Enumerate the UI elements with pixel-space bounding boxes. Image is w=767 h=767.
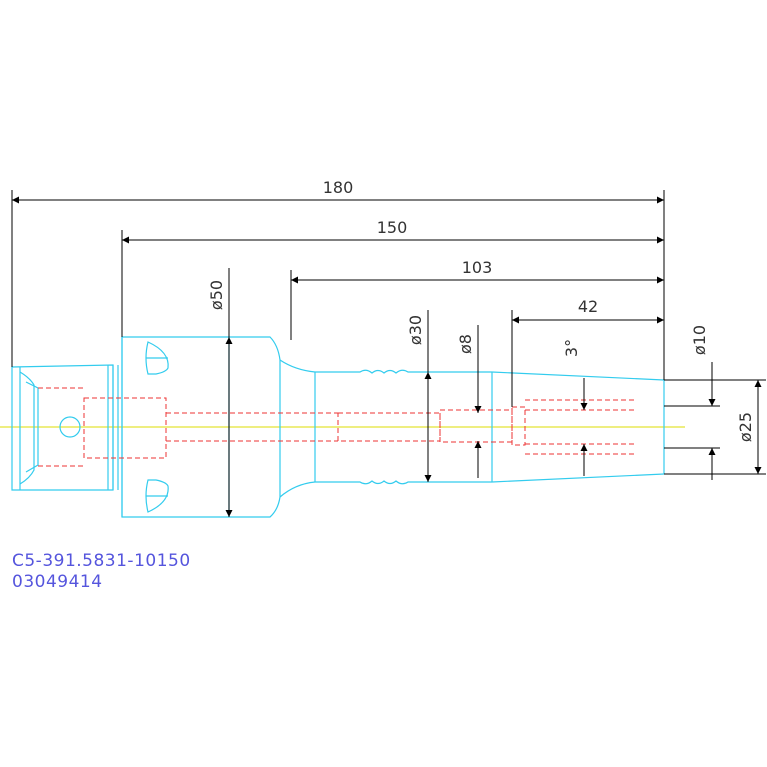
dimension-lines <box>11 190 766 517</box>
dim-dia-50-label: ø50 <box>207 280 226 310</box>
dim-180-label: 180 <box>323 178 354 197</box>
dim-dia-30-label: ø30 <box>406 315 425 345</box>
dim-taper-angle-label: 3° <box>562 339 581 357</box>
dim-dia-8-label: ø8 <box>456 334 475 354</box>
dim-dia-10-label: ø10 <box>690 325 709 355</box>
article-number: 03049414 <box>12 572 103 592</box>
dim-150-label: 150 <box>377 218 408 237</box>
tool-outline <box>11 336 665 518</box>
part-number: C5-391.5831-10150 <box>12 551 191 571</box>
dim-103-label: 103 <box>462 258 493 277</box>
dim-dia-25-label: ø25 <box>736 412 755 442</box>
dim-42-label: 42 <box>578 297 598 316</box>
